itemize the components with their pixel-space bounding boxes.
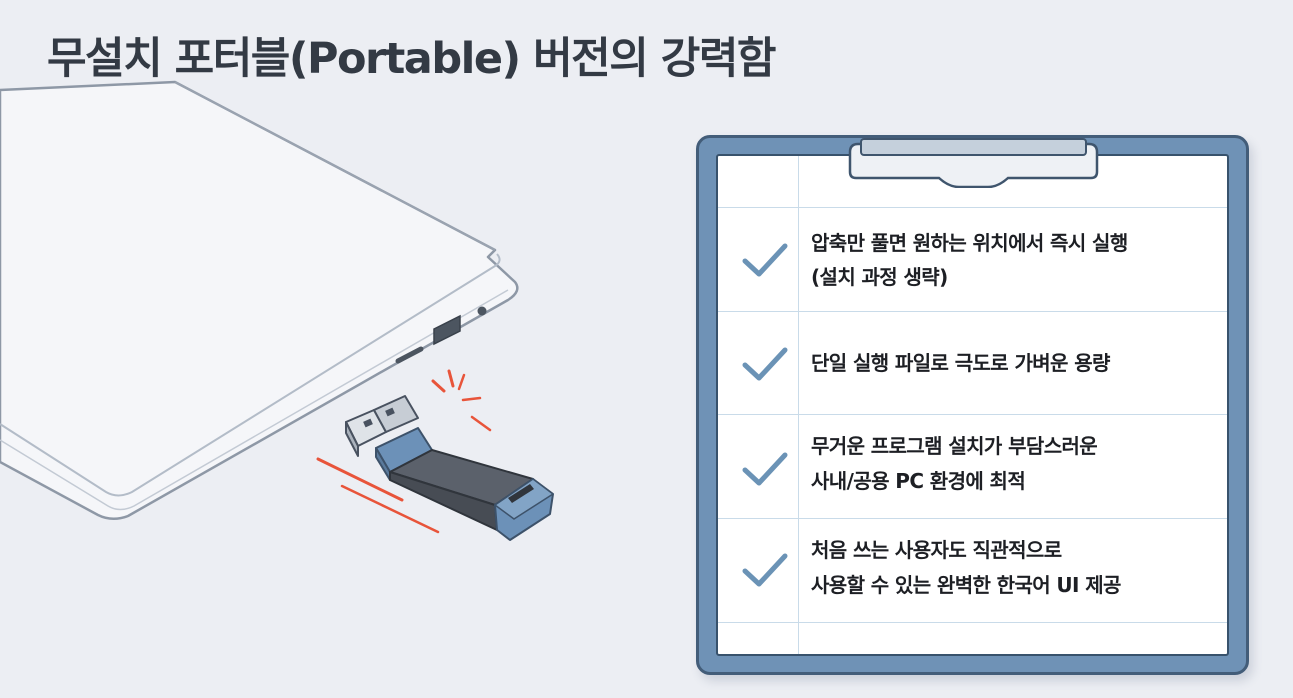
checklist-item-text: 무거운 프로그램 설치가 부담스러운 <box>811 434 1098 458</box>
checklist-item-text: 압축만 풀면 원하는 위치에서 즉시 실행 <box>811 231 1128 255</box>
clipboard-clip-icon <box>848 138 1099 188</box>
laptop-usb-illustration <box>0 80 554 541</box>
motion-lines <box>316 369 492 534</box>
check-icon <box>742 553 788 587</box>
sheet-rule <box>718 622 1227 623</box>
sheet-rule <box>718 311 1227 312</box>
checklist-item-text: (설치 과정 생략) <box>811 265 948 289</box>
laptop-icon <box>0 80 519 520</box>
sheet-rule <box>718 414 1227 415</box>
checklist-clipboard: 압축만 풀면 원하는 위치에서 즉시 실행 (설치 과정 생략) 단일 실행 파… <box>696 135 1249 675</box>
checklist-item-text: 단일 실행 파일로 극도로 가벼운 용량 <box>811 351 1110 375</box>
checklist-item-text: 사용할 수 있는 완벽한 한국어 UI 제공 <box>811 573 1121 597</box>
checklist-item: 처음 쓰는 사용자도 직관적으로 사용할 수 있는 완벽한 한국어 UI 제공 <box>718 518 1227 618</box>
checklist-item-text: 사내/공용 PC 환경에 최적 <box>811 469 1026 493</box>
check-icon <box>742 243 788 277</box>
sheet-margin-line <box>798 156 799 654</box>
sheet-rule <box>718 207 1227 208</box>
checklist-item: 무거운 프로그램 설치가 부담스러운 사내/공용 PC 환경에 최적 <box>718 414 1227 514</box>
check-icon <box>742 452 788 486</box>
checklist-item-text: 처음 쓰는 사용자도 직관적으로 <box>811 538 1062 562</box>
checklist-sheet: 압축만 풀면 원하는 위치에서 즉시 실행 (설치 과정 생략) 단일 실행 파… <box>716 154 1229 656</box>
checklist-item: 단일 실행 파일로 극도로 가벼운 용량 <box>718 311 1227 411</box>
page-title: 무설치 포터블(Portable) 버전의 강력함 <box>47 34 776 84</box>
checklist-item: 압축만 풀면 원하는 위치에서 즉시 실행 (설치 과정 생략) <box>718 207 1227 307</box>
check-icon <box>742 347 788 381</box>
usb-drive-icon <box>345 395 554 541</box>
sheet-rule <box>718 518 1227 519</box>
